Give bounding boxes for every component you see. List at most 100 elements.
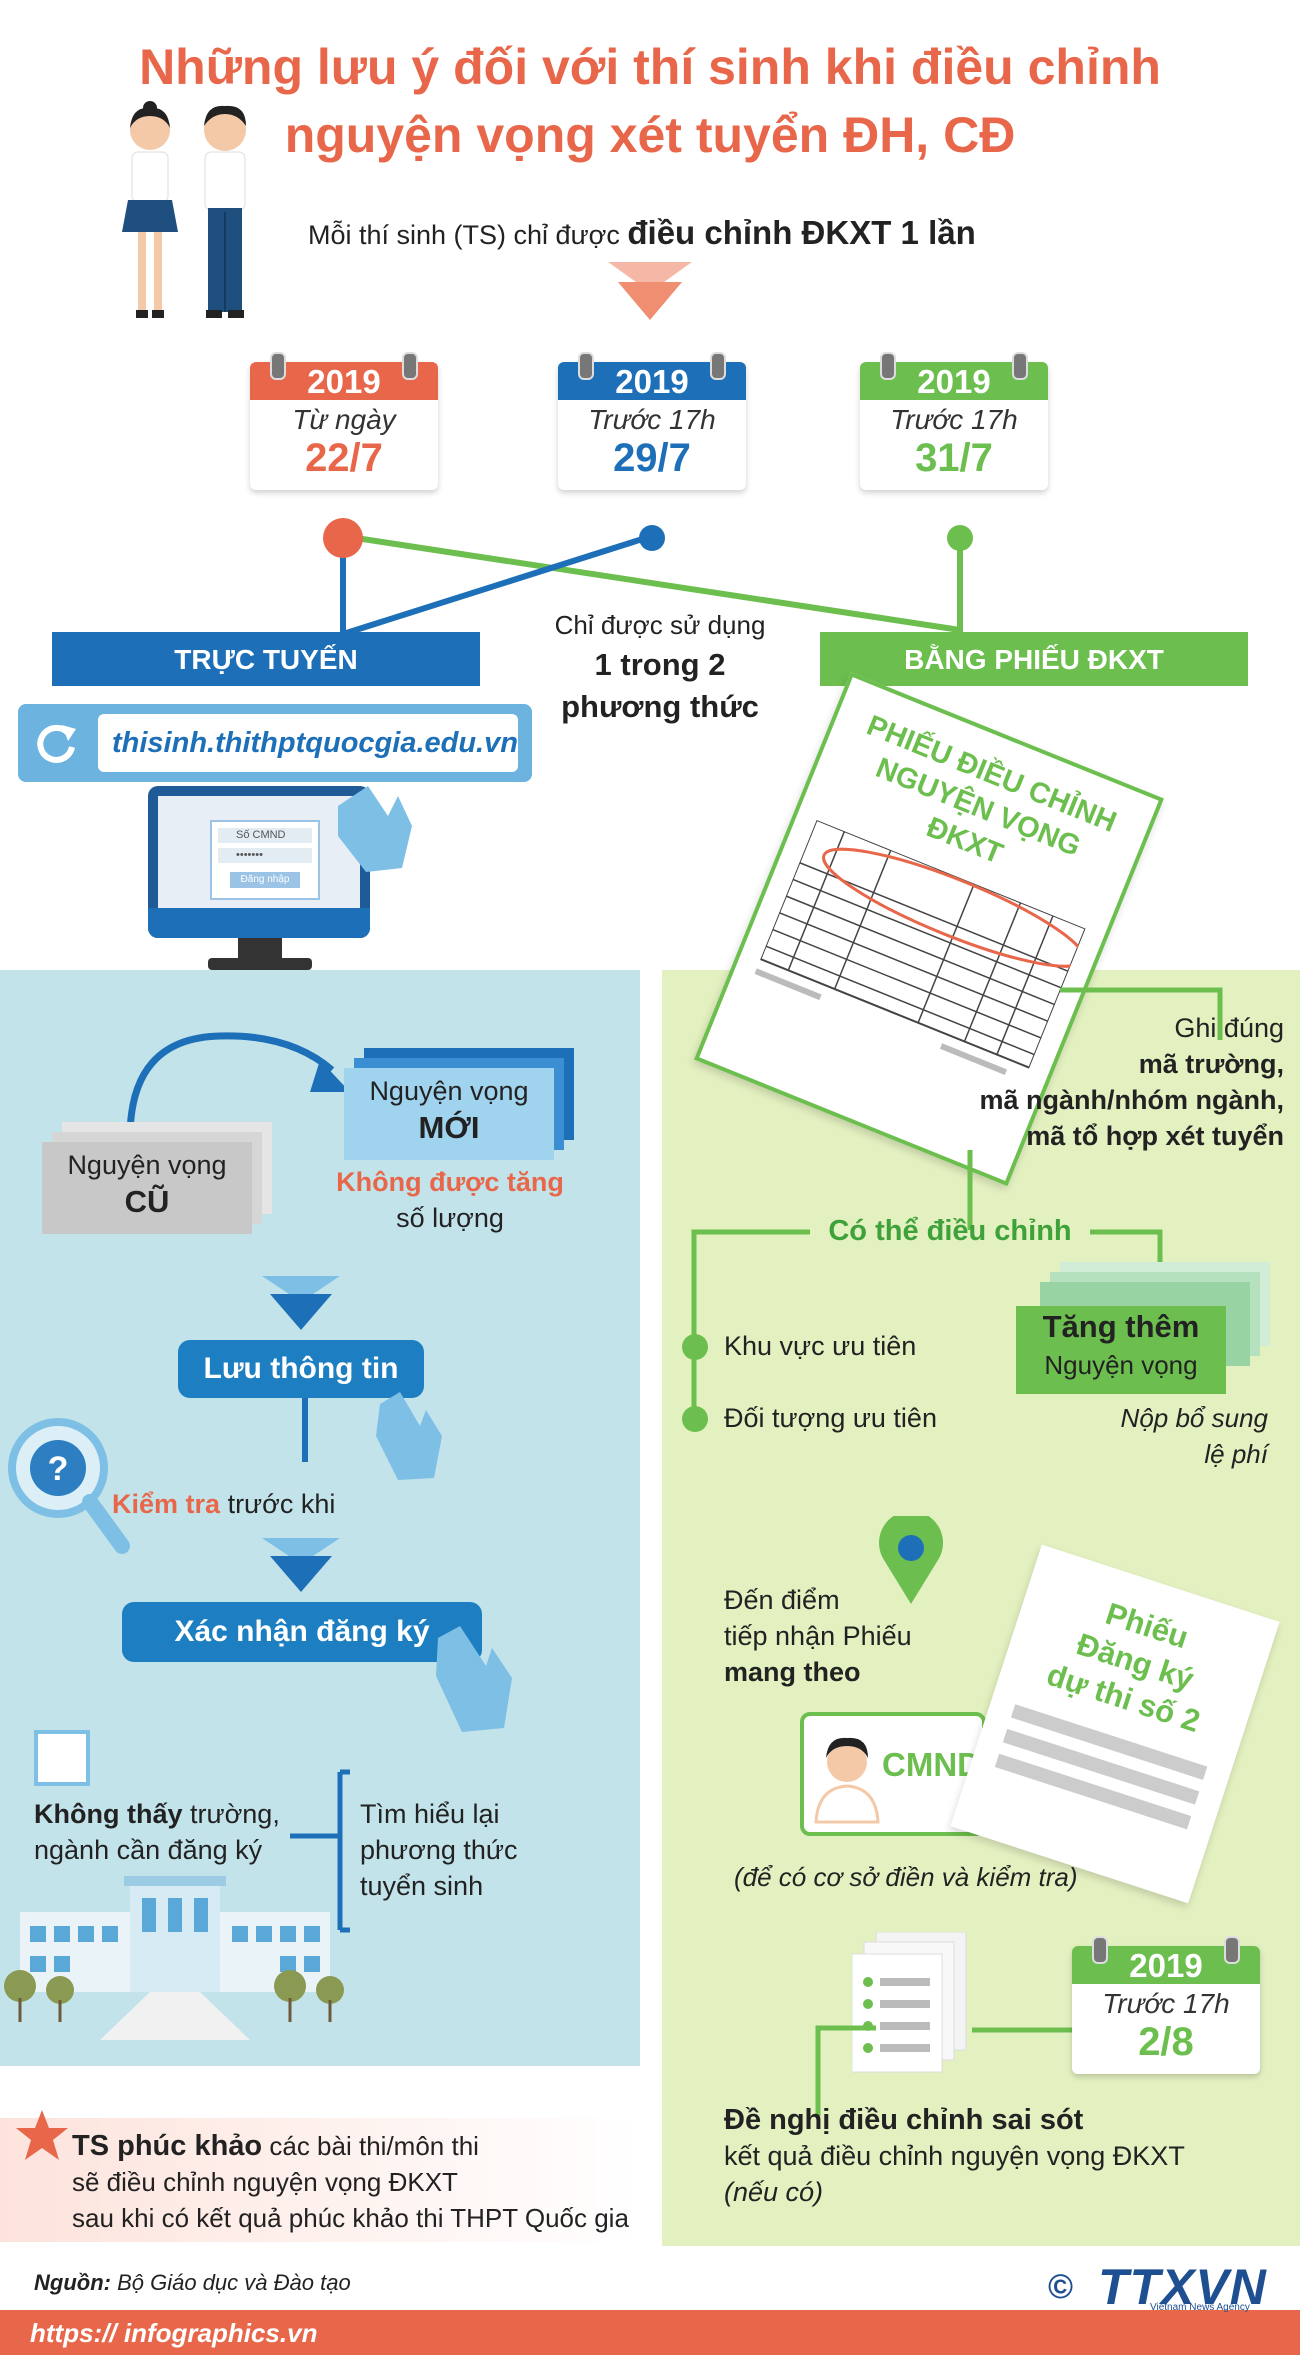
calendar-fix-deadline: 2019 Trước 17h 2/8 (1072, 1936, 1260, 2074)
ring-icon (402, 352, 418, 380)
login-box: Số CMND ••••••• Đăng nhập (210, 820, 320, 900)
check-rest: trước khi (227, 1489, 336, 1519)
ring-icon (880, 352, 896, 380)
go-to-point-note: Đến điểm tiếp nhận Phiếu mang theo (724, 1582, 912, 1690)
hand-pointer-icon (338, 786, 412, 872)
source-value: Bộ Giáo dục và Đào tạo (117, 2270, 351, 2295)
fix-line3: (nếu có) (724, 2177, 824, 2207)
save-info-button[interactable]: Lưu thông tin (178, 1340, 424, 1398)
write-line3: mã ngành/nhóm ngành, (979, 1085, 1285, 1115)
login-id-label: Số CMND (236, 829, 286, 841)
can-adjust-heading: Có thể điều chỉnh (828, 1215, 1072, 1247)
connector-line (815, 2025, 1074, 2116)
bullet-icon (682, 1334, 708, 1360)
adjustment-form-sheet: PHIẾU ĐIỀU CHỈNH NGUYỆN VỌNG ĐKXT (694, 671, 1164, 1187)
calendar-paper-deadline: 2019 Trước 17h 31/7 (860, 352, 1048, 490)
relearn-line2: phương thức (360, 1835, 518, 1865)
down-arrow-icon (262, 1276, 340, 1330)
ring-icon (1224, 1936, 1240, 1964)
goto-line2: tiếp nhận Phiếu (724, 1621, 912, 1651)
footer-url[interactable]: https:// infographics.vn (30, 2318, 318, 2348)
calendar-line1: Từ ngày (292, 404, 396, 435)
review-line1-rest: các bài thi/môn thi (269, 2131, 479, 2161)
add-wish-rest: Nguyện vọng (1044, 1350, 1198, 1380)
ring-icon (710, 352, 726, 380)
bullet-icon (682, 1406, 708, 1432)
calendar-year: 2019 (250, 362, 438, 400)
write-line2: mã trường, (1138, 1049, 1284, 1079)
basis-note: (để có cơ sở điền và kiểm tra) (734, 1862, 1078, 1892)
review-note-panel (0, 2118, 640, 2242)
star-icon (16, 2110, 68, 2160)
method-note-line2: 1 trong 2 (594, 647, 726, 682)
goto-line1: Đến điểm (724, 1585, 840, 1615)
magnifier-icon: ? (8, 1418, 130, 1554)
svg-text:?: ? (48, 1450, 69, 1488)
calendar-online-deadline: 2019 Trước 17h 29/7 (558, 352, 746, 490)
online-method-bar: TRỰC TUYẾN (52, 632, 480, 686)
hand-pointer-icon (376, 1392, 442, 1480)
down-arrow-icon (608, 262, 692, 320)
login-id-field[interactable]: Số CMND (218, 828, 312, 843)
bracket-lines (290, 1769, 350, 1933)
down-arrow-icon (262, 1538, 340, 1592)
method-note-line1: Chỉ được sử dụng (554, 610, 766, 640)
page-title-line1: Những lưu ý đối với thí sinh khi điều ch… (139, 39, 1161, 95)
calendar-date: 29/7 (613, 436, 691, 480)
method-note-line3: phương thức (561, 689, 759, 724)
review-bold: TS phúc khảo (72, 2130, 263, 2162)
confirm-registration-button[interactable]: Xác nhận đăng ký (122, 1602, 482, 1662)
subtitle-bold: điều chỉnh ĐKXT 1 lần (627, 214, 976, 251)
calendar-line1: Trước 17h (890, 404, 1018, 435)
wish-flow-diagram (42, 1032, 574, 1234)
subtitle-prefix: Mỗi thí sinh (TS) chỉ được (308, 220, 620, 250)
connector-line (1060, 987, 1223, 1040)
login-button[interactable]: Đăng nhập (230, 872, 300, 888)
paper-method-bar: BẰNG PHIẾU ĐKXT (820, 632, 1248, 686)
new-wish-bold: MỚI (418, 1110, 480, 1145)
fee-line1: Nộp bổ sung (1120, 1403, 1268, 1433)
no-increase-note: Không được tăng số lượng (310, 1164, 590, 1236)
monitor-chin (148, 908, 370, 938)
no-increase-rest: số lượng (396, 1203, 504, 1233)
login-password-field[interactable]: ••••••• (218, 848, 312, 863)
no-increase-bold: Không được tăng (336, 1167, 564, 1197)
fix-error-note: Đề nghị điều chỉnh sai sót kết quả điều … (724, 2102, 1185, 2210)
check-bold: Kiểm tra (112, 1489, 221, 1519)
document-stack-icon (852, 1932, 967, 2073)
not-found-rest1: trường, (190, 1799, 280, 1829)
region-priority: Khu vực ưu tiên (724, 1331, 917, 1361)
subject-priority: Đối tượng ưu tiên (724, 1403, 937, 1433)
relearn-line1: Tìm hiểu lại (360, 1799, 500, 1829)
calendar-line1: Trước 17h (1102, 1988, 1230, 2019)
page-title-line2: nguyện vọng xét tuyển ĐH, CĐ (284, 107, 1016, 163)
calendar-date: 2/8 (1138, 2020, 1194, 2064)
footer-bar (0, 2310, 1300, 2355)
url-text: thisinh.thithptquocgia.edu.vn (112, 727, 518, 759)
not-found-note: Không thấy trường, ngành cần đăng ký (34, 1796, 280, 1868)
fix-bold: Đề nghị điều chỉnh sai sót (724, 2104, 1084, 2136)
browser-bar: thisinh.thithptquocgia.edu.vn (18, 704, 532, 782)
students-illustration (122, 101, 246, 318)
calendar-date: 31/7 (915, 436, 993, 480)
location-pin-icon (879, 1516, 943, 1604)
not-found-bold: Không thấy (34, 1799, 183, 1829)
id-card-label: CMND (882, 1746, 981, 1783)
form-table-icon (754, 818, 1087, 1076)
new-wish-label: Nguyện vọng (369, 1076, 529, 1106)
person-avatar-icon (814, 1737, 880, 1824)
not-found-rest2: ngành cần đăng ký (34, 1835, 263, 1865)
write-line1: Ghi đúng (1174, 1013, 1284, 1043)
relearn-note: Tìm hiểu lại phương thức tuyển sinh (360, 1796, 517, 1904)
flow-line (302, 1398, 308, 1462)
fee-note: Nộp bổ sung lệ phí (1121, 1400, 1268, 1472)
url-field[interactable]: thisinh.thithptquocgia.edu.vn (98, 714, 518, 772)
source-line: Nguồn: Bộ Giáo dục và Đào tạo (34, 2270, 351, 2296)
fix-line2: kết quả điều chỉnh nguyện vọng ĐKXT (724, 2141, 1185, 2171)
source-label: Nguồn: (34, 2270, 111, 2295)
new-wish-card: Nguyện vọng MỚI (344, 1074, 554, 1148)
relearn-line3: tuyển sinh (360, 1871, 484, 1901)
goto-bold: mang theo (724, 1657, 861, 1687)
write-line4: mã tổ hợp xét tuyển (1026, 1121, 1284, 1151)
method-note: Chỉ được sử dụng 1 trong 2 phương thức (520, 606, 800, 728)
